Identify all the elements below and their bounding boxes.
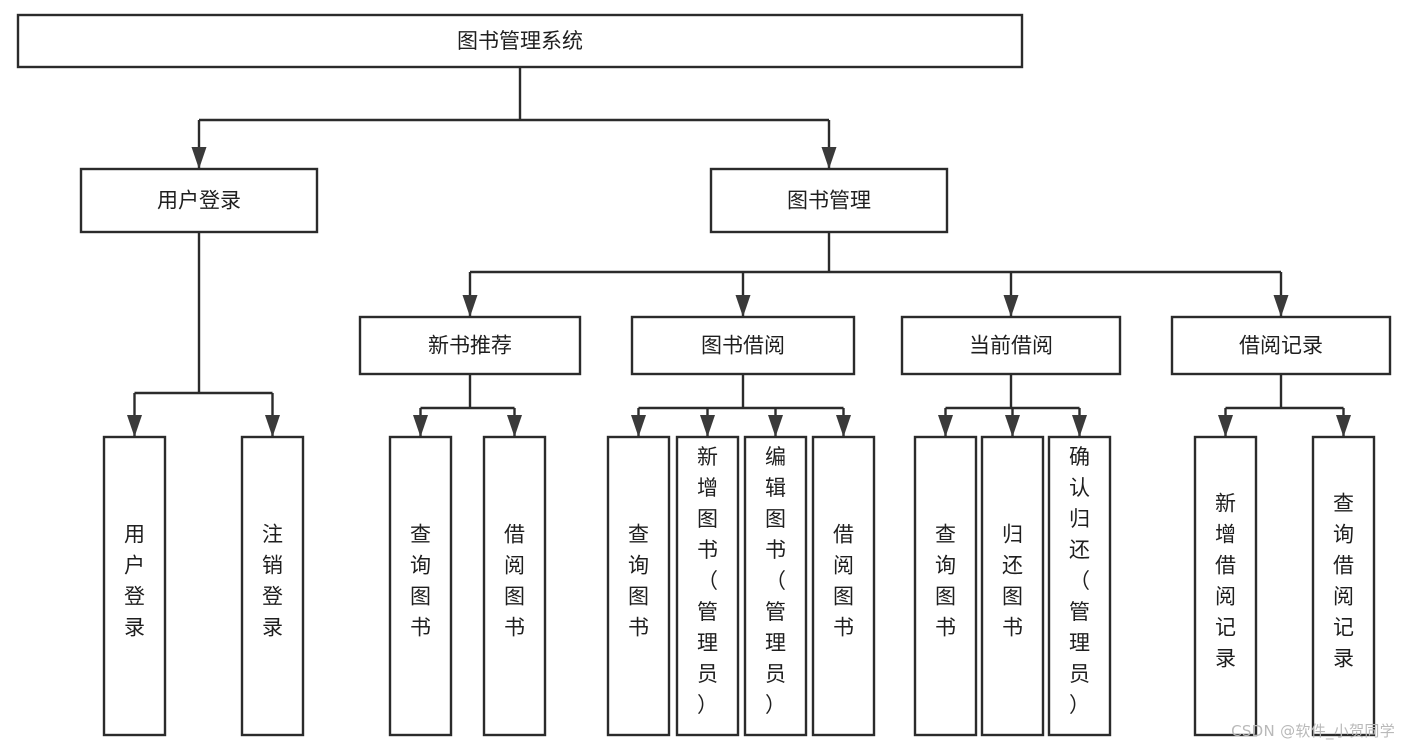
arrow-head-icon	[1273, 295, 1289, 317]
connector-layer	[127, 67, 1351, 437]
arrow-head-icon	[1003, 295, 1019, 317]
arrow-head-icon	[631, 415, 646, 437]
node-label-user-login: 用户登录	[157, 189, 241, 213]
node-label-book-manage: 图书管理	[787, 189, 871, 213]
node-box-root[interactable]	[16, 13, 1024, 69]
node-book-borrow[interactable]: 图书借阅	[630, 315, 856, 376]
arrow-head-icon	[836, 415, 851, 437]
node-box-leaf-user-login[interactable]	[102, 435, 167, 737]
node-label-leaf-logout: 注销登录	[262, 523, 283, 640]
node-box-new-book-recommend[interactable]	[358, 315, 582, 376]
node-layer: 图书管理系统用户登录图书管理新书推荐图书借阅当前借阅借阅记录用户登录注销登录查询…	[16, 13, 1392, 737]
node-user-login[interactable]: 用户登录	[79, 167, 319, 234]
node-leaf-query-book-3[interactable]: 查询图书	[913, 435, 978, 737]
arrow-head-icon	[265, 415, 280, 437]
node-leaf-borrow-book-1[interactable]: 借阅图书	[482, 435, 547, 737]
node-new-book-recommend[interactable]: 新书推荐	[358, 315, 582, 376]
node-box-leaf-query-record[interactable]	[1311, 435, 1376, 737]
node-leaf-add-record[interactable]: 新增借阅记录	[1193, 435, 1258, 737]
node-label-leaf-confirm-return: 确认归还（管理员）	[1069, 445, 1090, 717]
node-box-leaf-query-book-2[interactable]	[606, 435, 671, 737]
node-box-leaf-confirm-return[interactable]	[1047, 435, 1112, 737]
node-label-leaf-borrow-book-2: 借阅图书	[833, 523, 854, 640]
node-leaf-query-book-1[interactable]: 查询图书	[388, 435, 453, 737]
node-box-leaf-query-book-3[interactable]	[913, 435, 978, 737]
node-label-leaf-add-record: 新增借阅记录	[1215, 492, 1236, 671]
node-label-leaf-query-book-1: 查询图书	[410, 523, 431, 640]
node-leaf-user-login[interactable]: 用户登录	[102, 435, 167, 737]
arrow-head-icon	[1336, 415, 1351, 437]
node-leaf-logout[interactable]: 注销登录	[240, 435, 305, 737]
arrow-head-icon	[768, 415, 783, 437]
node-label-new-book-recommend: 新书推荐	[428, 334, 512, 358]
node-book-manage[interactable]: 图书管理	[709, 167, 949, 234]
arrow-head-icon	[191, 147, 207, 169]
node-box-user-login[interactable]	[79, 167, 319, 234]
node-box-leaf-add-book[interactable]	[675, 435, 740, 737]
arrow-head-icon	[938, 415, 953, 437]
arrow-head-icon	[462, 295, 478, 317]
node-leaf-add-book[interactable]: 新增图书（管理员）	[675, 435, 740, 737]
arrow-head-icon	[1072, 415, 1087, 437]
arrow-head-icon	[821, 147, 837, 169]
node-label-leaf-return-book: 归还图书	[1002, 523, 1023, 640]
arrow-head-icon	[735, 295, 751, 317]
node-label-leaf-query-record: 查询借阅记录	[1333, 492, 1354, 671]
arrow-head-icon	[413, 415, 428, 437]
node-label-leaf-edit-book: 编辑图书（管理员）	[765, 445, 786, 717]
node-box-leaf-return-book[interactable]	[980, 435, 1045, 737]
node-root[interactable]: 图书管理系统	[16, 13, 1024, 69]
csdn-watermark: CSDN @软件_小贺同学	[1231, 722, 1395, 740]
node-label-leaf-user-login: 用户登录	[124, 523, 145, 640]
arrow-head-icon	[1005, 415, 1020, 437]
node-box-book-borrow[interactable]	[630, 315, 856, 376]
node-leaf-borrow-book-2[interactable]: 借阅图书	[811, 435, 876, 737]
node-leaf-return-book[interactable]: 归还图书	[980, 435, 1045, 737]
node-borrow-record[interactable]: 借阅记录	[1170, 315, 1392, 376]
arrow-head-icon	[127, 415, 142, 437]
node-label-current-borrow: 当前借阅	[969, 334, 1053, 358]
node-box-leaf-borrow-book-1[interactable]	[482, 435, 547, 737]
node-leaf-confirm-return[interactable]: 确认归还（管理员）	[1047, 435, 1112, 737]
node-box-book-manage[interactable]	[709, 167, 949, 234]
node-label-borrow-record: 借阅记录	[1239, 334, 1323, 358]
node-label-leaf-query-book-3: 查询图书	[935, 523, 956, 640]
node-label-leaf-query-book-2: 查询图书	[628, 523, 649, 640]
node-label-root: 图书管理系统	[457, 29, 583, 53]
node-box-leaf-query-book-1[interactable]	[388, 435, 453, 737]
node-box-borrow-record[interactable]	[1170, 315, 1392, 376]
node-label-leaf-add-book: 新增图书（管理员）	[697, 445, 718, 717]
node-leaf-edit-book[interactable]: 编辑图书（管理员）	[743, 435, 808, 737]
node-label-leaf-borrow-book-1: 借阅图书	[504, 523, 525, 640]
node-current-borrow[interactable]: 当前借阅	[900, 315, 1122, 376]
arrow-head-icon	[1218, 415, 1233, 437]
arrow-head-icon	[507, 415, 522, 437]
node-box-leaf-add-record[interactable]	[1193, 435, 1258, 737]
node-box-leaf-borrow-book-2[interactable]	[811, 435, 876, 737]
node-box-leaf-edit-book[interactable]	[743, 435, 808, 737]
node-box-leaf-logout[interactable]	[240, 435, 305, 737]
node-box-current-borrow[interactable]	[900, 315, 1122, 376]
node-leaf-query-record[interactable]: 查询借阅记录	[1311, 435, 1376, 737]
arrow-head-icon	[700, 415, 715, 437]
node-label-book-borrow: 图书借阅	[701, 334, 785, 358]
node-leaf-query-book-2[interactable]: 查询图书	[606, 435, 671, 737]
